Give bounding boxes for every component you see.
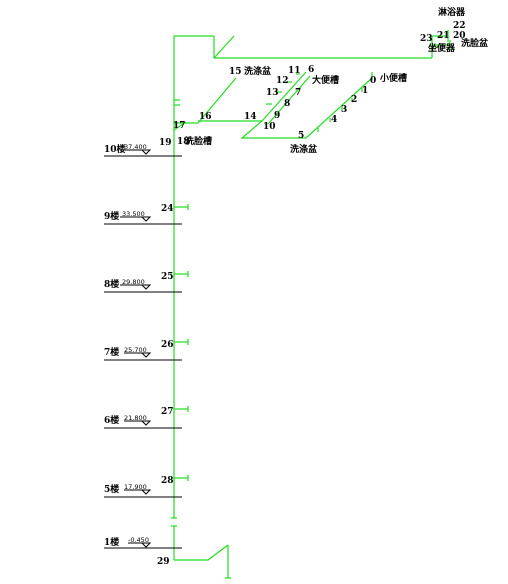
fixture-labels: 洗涤盆 大便槽 小便槽 洗涤盆 洗脸槽 淋浴器 坐便器 洗脸盆: [185, 6, 489, 155]
node-label: 29: [157, 557, 170, 567]
floor-label: 6楼: [104, 414, 119, 426]
floor-label: 9楼: [104, 210, 119, 222]
floor-label: 1楼: [104, 536, 119, 548]
node-label: 12: [276, 76, 289, 86]
floor-elevation: 17.900: [124, 483, 147, 491]
node-label: 19: [159, 138, 172, 148]
node-label: 23: [420, 34, 433, 44]
node-label: 7: [295, 88, 301, 98]
node-label: 27: [161, 407, 174, 417]
node-label: 8: [284, 99, 290, 109]
node-label: 9: [274, 111, 280, 121]
node-label: 20: [453, 31, 466, 41]
fixture-squat-toilet: 大便槽: [312, 74, 339, 86]
node-label: 14: [244, 112, 257, 122]
floor-elevation: 21.800: [124, 414, 147, 422]
fixture-shower: 淋浴器: [438, 6, 466, 18]
node-label: 26: [161, 340, 174, 350]
node-label: 11: [288, 66, 301, 76]
fixture-wash-basin: 洗脸盆: [461, 37, 489, 49]
node-label: 0: [370, 76, 376, 86]
node-label: 17: [173, 121, 186, 131]
node-label: 16: [199, 112, 212, 122]
floor-lines: [104, 149, 182, 549]
node-label: 28: [161, 476, 174, 486]
floor-label: 10楼: [104, 143, 126, 155]
fixture-mop-sink-bottom: 洗涤盆: [290, 143, 318, 155]
node-label: 4: [331, 115, 337, 125]
node-label: 25: [161, 272, 174, 282]
floor-elevation: 25.700: [124, 346, 147, 354]
main-riser: [171, 36, 189, 560]
floor-elevation: 37.400: [124, 143, 147, 151]
node-label: 15: [229, 67, 242, 77]
node-label: 13: [266, 88, 279, 98]
fixture-mop-sink-top: 洗涤盆: [244, 65, 272, 77]
floor-elevation: 29.800: [122, 278, 145, 286]
node-label: 1: [362, 86, 368, 96]
node-label: 10: [263, 122, 276, 132]
node-label: 2: [351, 95, 357, 105]
node-label: 6: [308, 65, 314, 75]
floor-label: 7楼: [104, 346, 119, 358]
node-label: 24: [161, 204, 174, 214]
node-label: 21: [437, 31, 450, 41]
floor-label: 5楼: [104, 483, 119, 495]
fixture-wash-trough: 洗脸槽: [185, 135, 212, 147]
node-label: 5: [298, 131, 304, 141]
floor-labels: 10楼 37.400 9楼 33.500 8楼 29.800 7楼 25.700…: [104, 143, 149, 548]
top-branch: [174, 30, 451, 59]
floor-elevation: 33.500: [122, 210, 145, 218]
fixture-urinal: 小便槽: [379, 72, 407, 84]
node-label: 22: [453, 21, 466, 31]
floor-label: 8楼: [104, 278, 119, 290]
toilet-branches: [173, 71, 373, 139]
fixture-sitting-toilet: 坐便器: [428, 42, 456, 54]
node-label: 18: [177, 137, 190, 147]
floor-elevation: -0.450: [128, 536, 149, 544]
node-labels: 0 1 2 3 4 5 6 7 8 9 10 11 12 13 14 15 16…: [157, 21, 466, 567]
node-label: 3: [341, 105, 347, 115]
outlet-pipe: [174, 544, 231, 579]
